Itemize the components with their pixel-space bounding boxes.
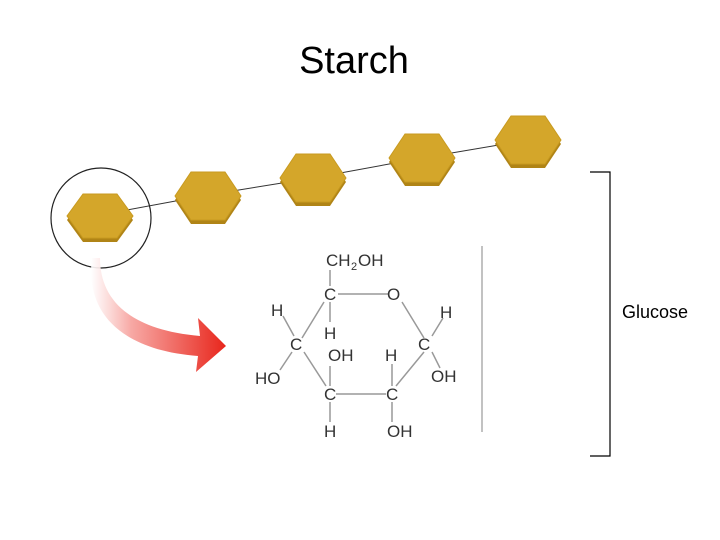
- glucose-structure-bonds: [279, 270, 444, 422]
- zoom-arrow: [91, 258, 227, 372]
- slide-title: Starch: [299, 40, 409, 82]
- ch2oh-oh: OH: [358, 251, 384, 270]
- hydrogen-top-right: H: [440, 303, 452, 322]
- hydrogen-c2: H: [385, 346, 397, 365]
- glucose-unit-2: [174, 171, 242, 224]
- ch2oh-ch: CH: [326, 251, 351, 270]
- glucose-bracket: [590, 171, 611, 457]
- glucose-unit-5: [494, 115, 562, 168]
- hydrogen-bottom: H: [324, 422, 336, 441]
- ring-carbon-left: C: [290, 335, 302, 354]
- ring-carbon-1: C: [324, 285, 336, 304]
- hydrogen-top-left: H: [271, 301, 283, 320]
- hydroxyl-right: OH: [431, 367, 457, 386]
- ring-carbon-right: C: [418, 335, 430, 354]
- highlight-circle: [50, 167, 152, 269]
- hydrogen-c5: H: [324, 324, 336, 343]
- glucose-unit-3: [279, 153, 347, 206]
- ring-carbon-bottom-left: C: [324, 385, 336, 404]
- ch2oh-subscript: 2: [351, 261, 357, 273]
- ring-oxygen: O: [387, 285, 400, 304]
- hydroxyl-left: HO: [255, 369, 281, 388]
- glucose-label: Glucose: [622, 302, 689, 322]
- glucose-unit-4: [388, 133, 456, 186]
- ring-carbon-bottom-right: C: [386, 385, 398, 404]
- hydroxyl-bottom: OH: [387, 422, 413, 441]
- glucose-unit-1: [66, 193, 134, 242]
- hydroxyl-c4: OH: [328, 346, 354, 365]
